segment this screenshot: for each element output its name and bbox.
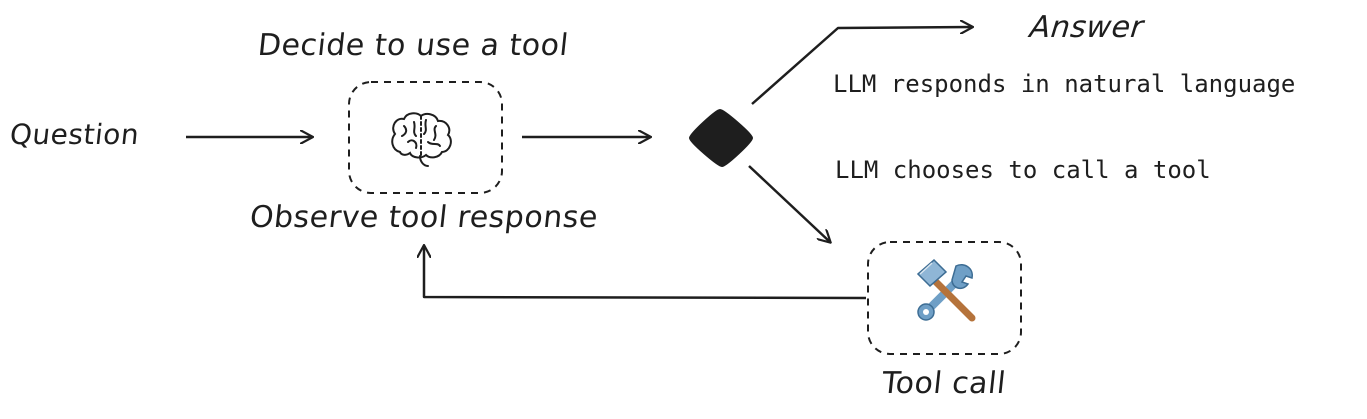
- arrow-decision-to-answer: [751, 27, 972, 105]
- tool-node-box: [867, 241, 1022, 355]
- decision-diamond-icon: [688, 108, 754, 168]
- hammer-wrench-icon: [916, 258, 976, 322]
- llm-node-box: [348, 81, 503, 194]
- decide-label: Decide to use a tool: [256, 28, 571, 63]
- answer-label: Answer: [1028, 10, 1146, 45]
- arrow-tool-to-observe: [424, 246, 867, 300]
- observe-label: Observe tool response: [248, 200, 600, 235]
- tool-call-label: Tool call: [880, 366, 1008, 401]
- arrow-decision-to-tool: [748, 165, 830, 242]
- question-label: Question: [8, 118, 141, 151]
- chooses-label: LLM chooses to call a tool: [835, 156, 1211, 184]
- brain-icon: [391, 112, 452, 167]
- responds-label: LLM responds in natural language: [833, 70, 1296, 98]
